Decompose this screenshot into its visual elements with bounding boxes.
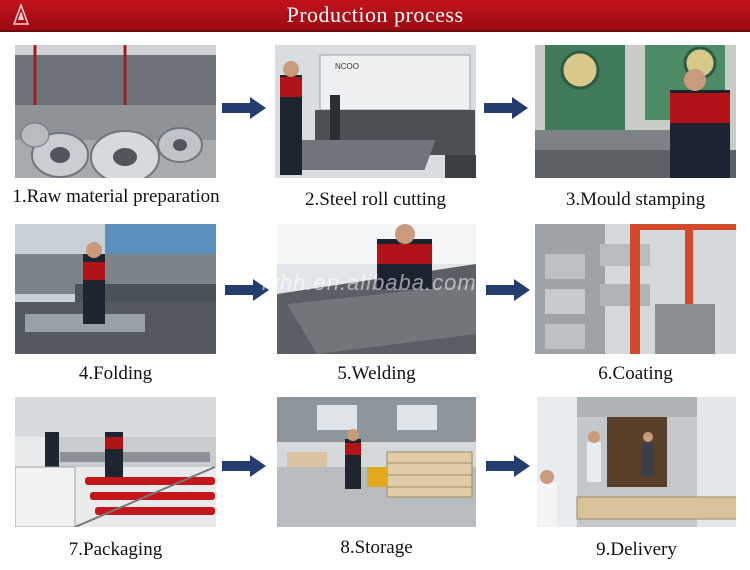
machine-label: NCOO [335,62,359,71]
storage-photo [277,397,476,527]
packaging-photo [15,397,216,527]
folding-photo [15,224,216,354]
arrow-right-icon [222,455,266,477]
coating-photo [535,224,736,354]
mould-stamping-photo [535,45,736,178]
page-title: Production process [286,2,464,27]
raw-material-photo [15,45,216,178]
steel-roll-cutting-photo: NCOO [275,45,476,178]
delivery-photo [537,397,736,527]
welding-photo [277,224,476,354]
step-8-caption: 8.Storage [340,537,413,558]
arrow-right-icon [222,97,266,119]
arrow-right-icon [484,97,528,119]
step-7-caption: 7.Packaging [68,539,163,560]
step-3-caption: 3.Mould stamping [565,189,706,210]
step-5-caption: 5.Welding [337,363,416,384]
step-2-caption: 2.Steel roll cutting [305,189,446,210]
header-banner: Production process [0,0,750,32]
arrow-right-icon [225,279,269,301]
step-9-caption: 9.Delivery [596,539,677,560]
step-6-caption: 6.Coating [598,363,673,384]
company-logo-icon [12,4,30,25]
arrow-right-icon [486,455,530,477]
step-4-caption: 4.Folding [78,363,153,384]
step-1-caption: 1.Raw material preparation [12,186,220,207]
arrow-right-icon [486,279,530,301]
watermark: lyhh.en.alibaba.com [262,270,477,295]
